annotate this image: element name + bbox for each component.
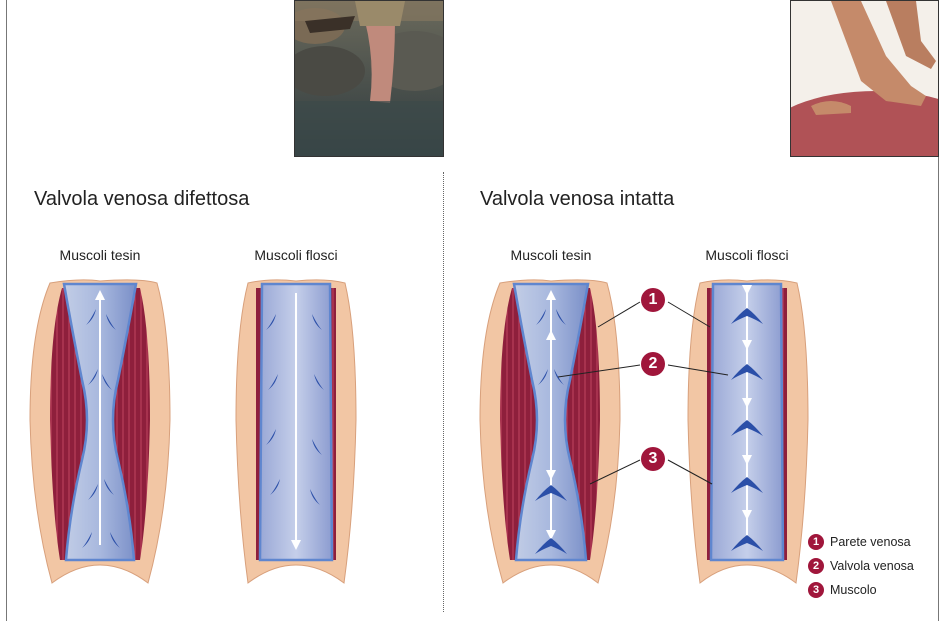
- callout-3: 3: [641, 447, 665, 471]
- legend-number: 1: [808, 534, 824, 550]
- legend-item-vein-wall: 1 Parete venosa: [808, 530, 914, 554]
- left-tense-leg: [30, 280, 170, 583]
- legend-item-muscle: 3 Muscolo: [808, 578, 914, 602]
- left-flaccid-leg: [236, 280, 356, 583]
- legend-label: Muscolo: [830, 583, 877, 597]
- legend: 1 Parete venosa 2 Valvola venosa 3 Musco…: [808, 530, 914, 602]
- callout-2: 2: [641, 352, 665, 376]
- right-flaccid-leg: [688, 280, 808, 583]
- legend-item-vein-valve: 2 Valvola venosa: [808, 554, 914, 578]
- legend-label: Valvola venosa: [830, 559, 914, 573]
- legend-number: 3: [808, 582, 824, 598]
- callout-1: 1: [641, 288, 665, 312]
- legend-label: Parete venosa: [830, 535, 911, 549]
- right-tense-leg: [480, 280, 620, 583]
- legend-number: 2: [808, 558, 824, 574]
